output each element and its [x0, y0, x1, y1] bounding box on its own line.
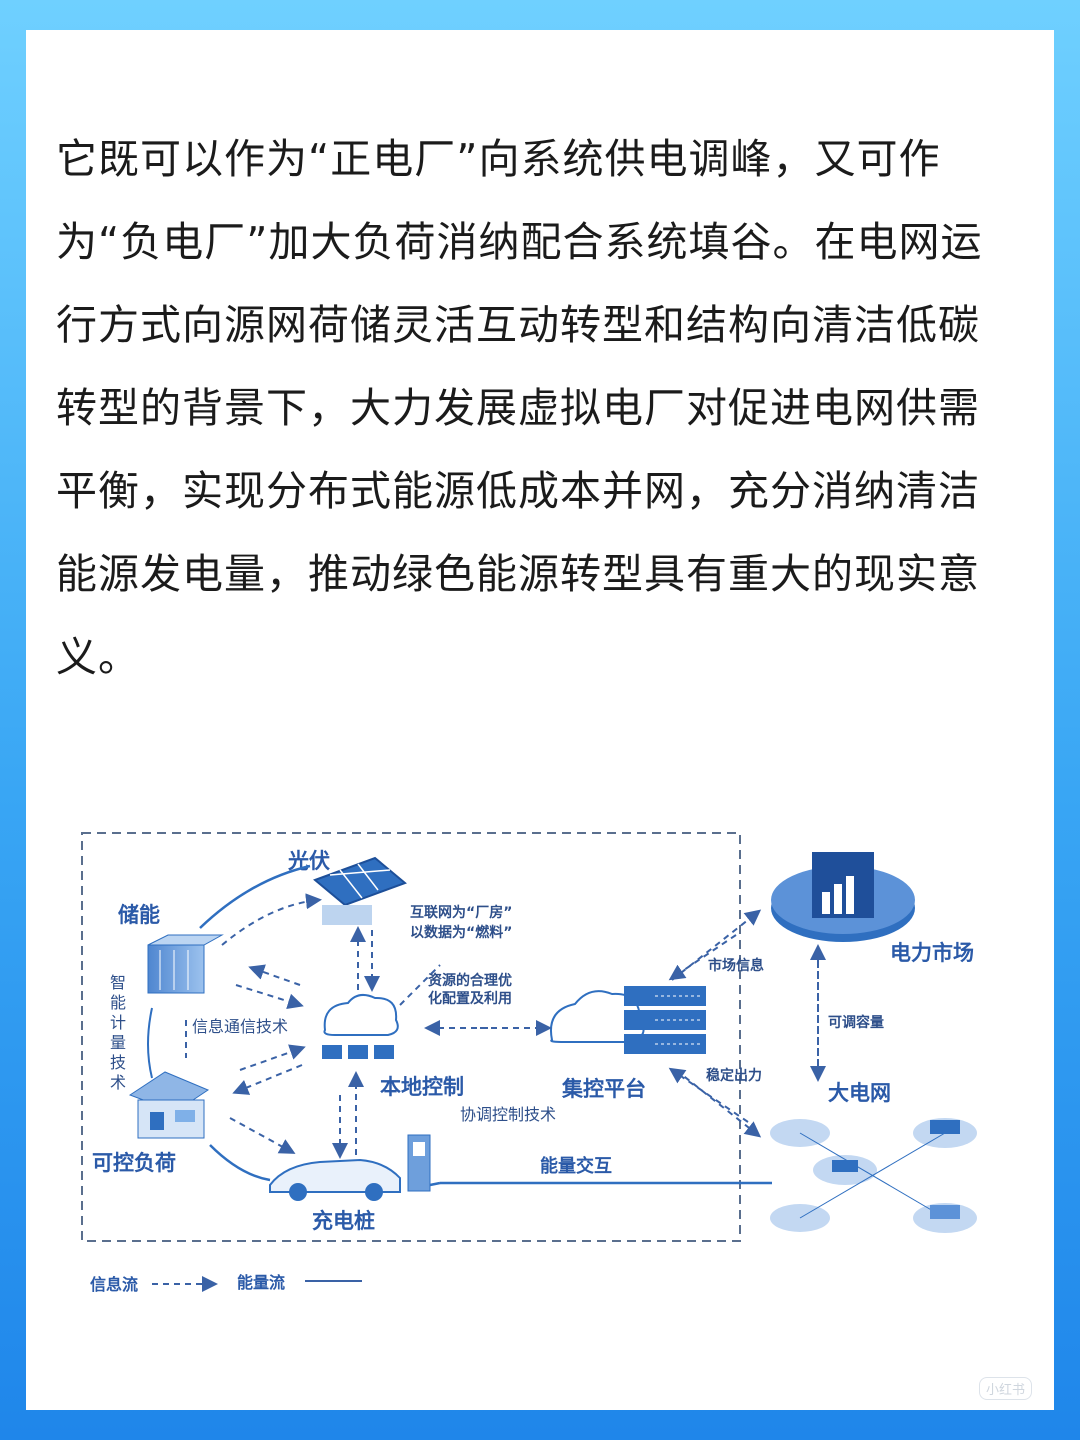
smart-metering-5: 技 — [110, 1053, 126, 1072]
house-icon — [128, 1071, 210, 1139]
smart-metering-2: 能 — [110, 993, 126, 1012]
info-flow-arrows — [185, 893, 826, 1159]
energy-exchange-label: 能量交互 — [540, 1155, 612, 1177]
power-market-icon — [771, 852, 915, 942]
coordination-label: 协调控制技术 — [460, 1105, 556, 1124]
watermark: 小红书 — [978, 1377, 1032, 1400]
smart-metering-1: 智 — [110, 973, 126, 992]
storage-label: 储能 — [118, 903, 160, 927]
controllable-load-label: 可控负荷 — [92, 1151, 176, 1175]
smart-metering-6: 术 — [110, 1073, 126, 1092]
smart-metering-3: 计 — [110, 1013, 126, 1032]
local-control-cloud-icon — [322, 993, 399, 1059]
info-comm-label: 信息通信技术 — [192, 1017, 288, 1036]
central-platform-icon — [550, 986, 706, 1054]
charging-pile-icon — [407, 1134, 431, 1192]
internet-note-1: 互联网为“厂房” — [410, 904, 512, 921]
resource-note-1: 资源的合理优 — [428, 972, 512, 989]
central-platform-label: 集控平台 — [561, 1077, 646, 1101]
electric-car-icon — [269, 1158, 401, 1201]
solar-panel-icon — [313, 856, 407, 925]
energy-line-load-ev — [209, 1144, 271, 1182]
grid-label: 大电网 — [828, 1081, 891, 1105]
power-market-label: 电力市场 — [890, 941, 974, 965]
adjustable-capacity-label: 可调容量 — [828, 1014, 884, 1031]
pv-label: 光伏 — [287, 849, 330, 873]
power-grid-icon — [770, 1118, 977, 1233]
stable-output-label: 稳定出力 — [706, 1067, 762, 1084]
energy-storage-icon — [147, 934, 224, 994]
article-paragraph: 它既可以作为“正电厂”向系统供电调峰，又可作为“负电厂”加大负荷消纳配合系统填谷… — [56, 135, 983, 681]
smart-metering-4: 量 — [110, 1033, 126, 1052]
market-info-label: 市场信息 — [708, 957, 764, 974]
legend: 信息流 能量流 — [90, 1273, 362, 1294]
charging-pile-label: 充电桩 — [312, 1209, 375, 1233]
content-card: 它既可以作为“正电厂”向系统供电调峰，又可作为“负电厂”加大负荷消纳配合系统填谷… — [26, 30, 1054, 1410]
internet-note-2: 以数据为“燃料” — [410, 924, 512, 941]
resource-note-2: 化配置及利用 — [428, 990, 512, 1007]
legend-info-label: 信息流 — [90, 1275, 138, 1294]
energy-line-pv-storage — [199, 864, 311, 929]
local-control-label: 本地控制 — [380, 1075, 464, 1099]
vpp-boundary — [81, 832, 741, 1242]
legend-energy-label: 能量流 — [237, 1273, 285, 1292]
